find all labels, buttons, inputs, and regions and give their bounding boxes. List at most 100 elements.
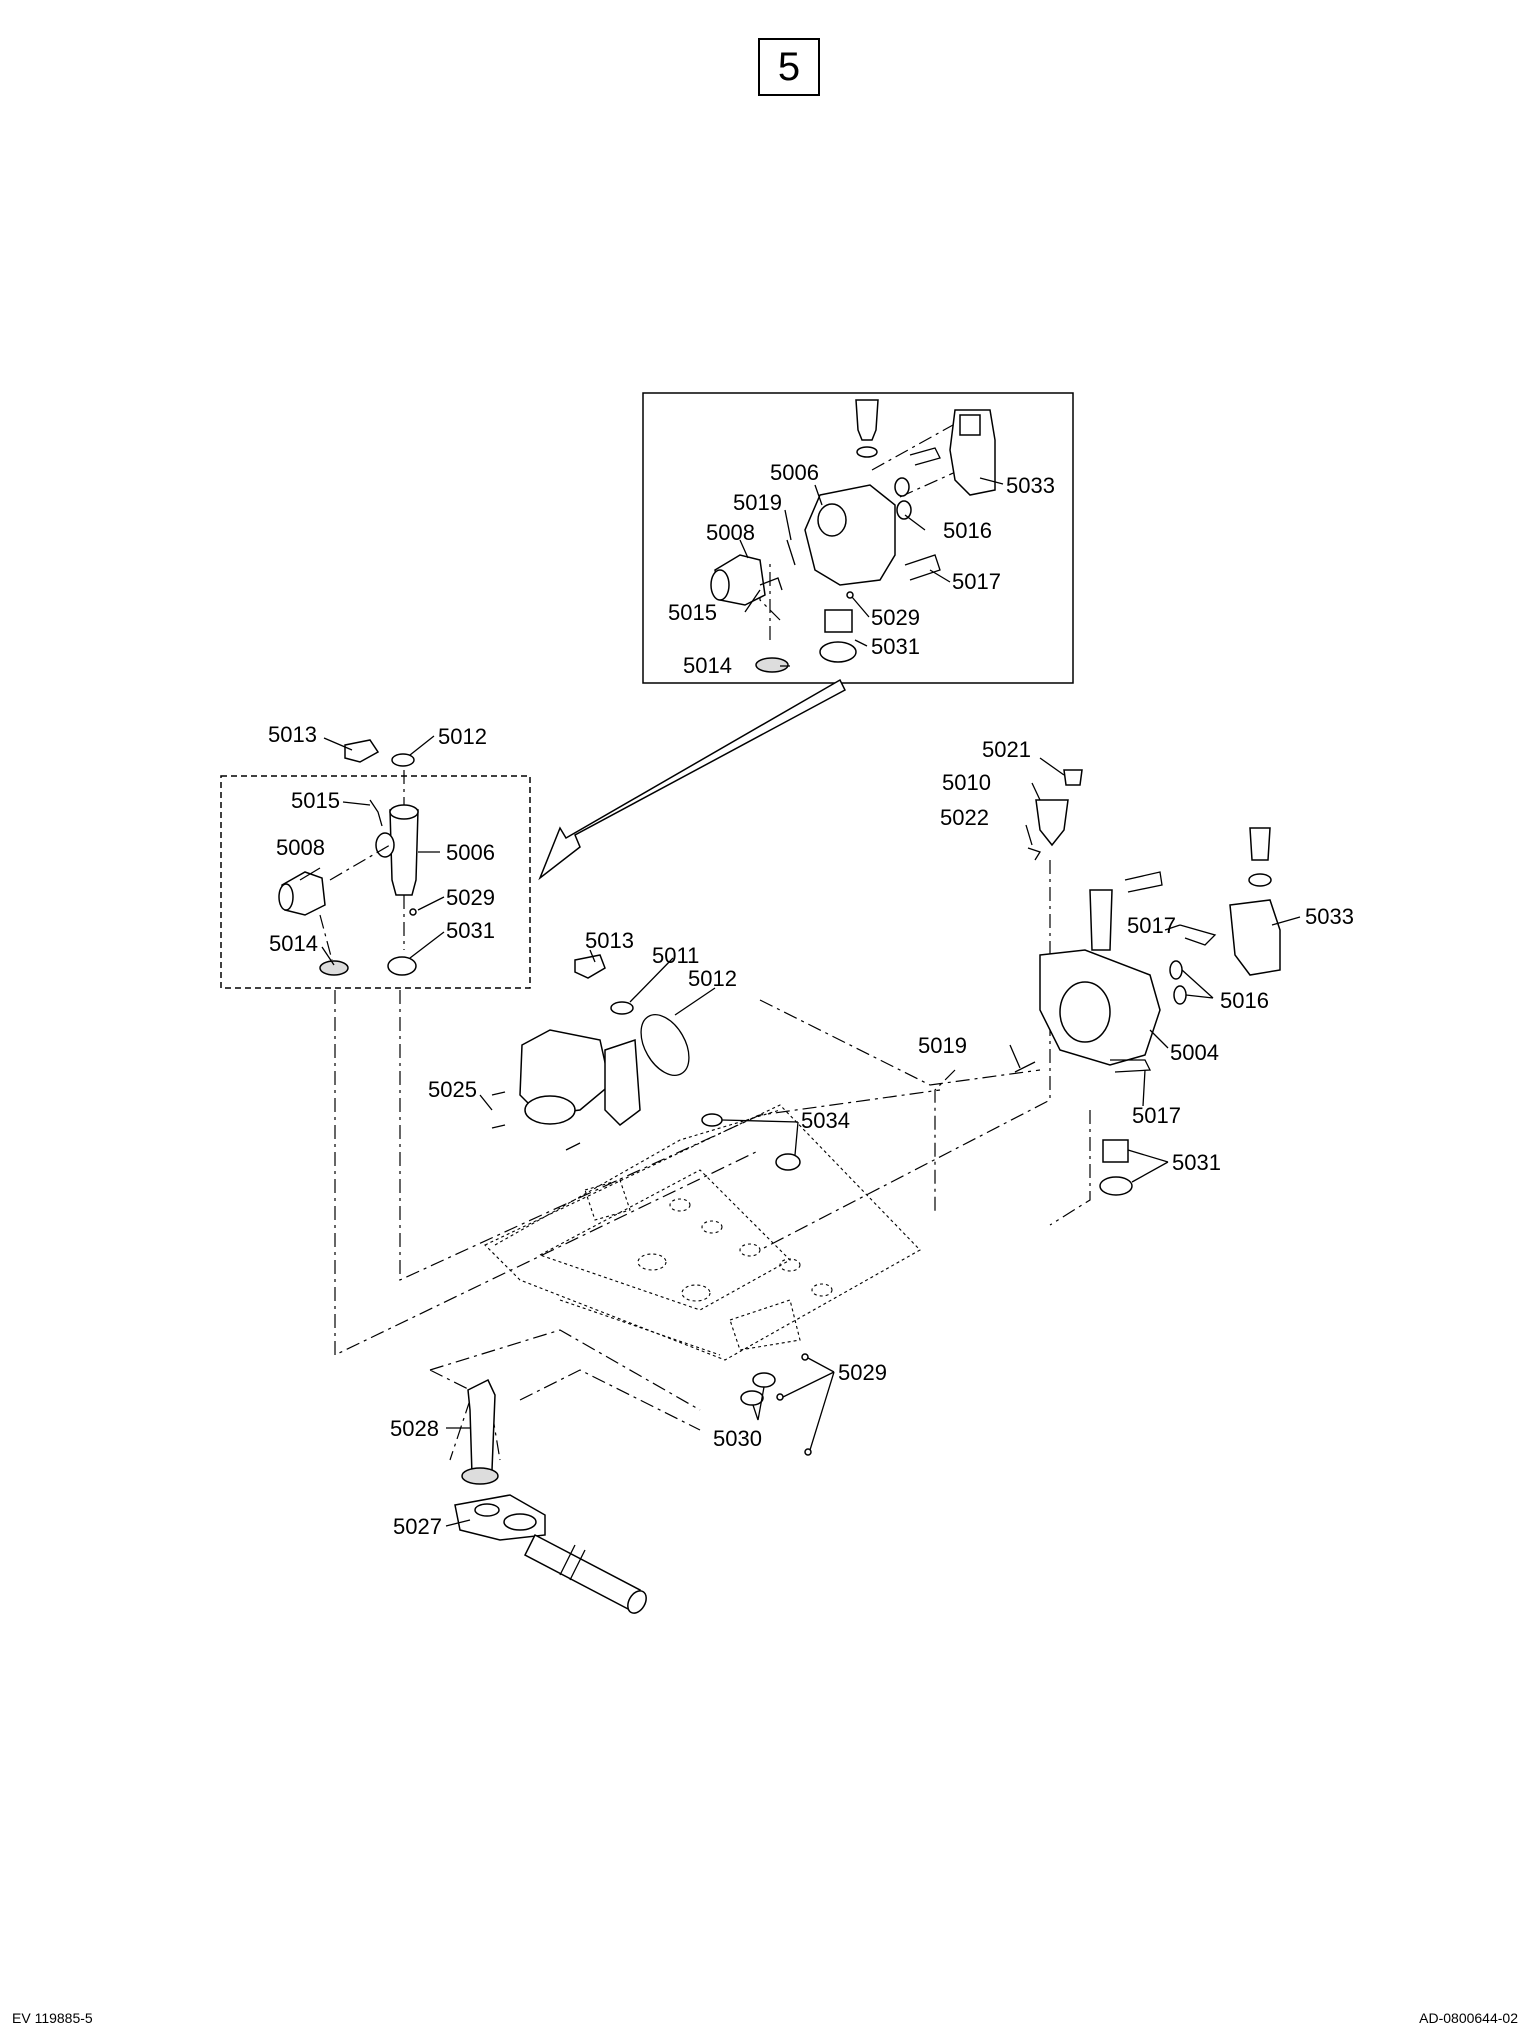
- left-5008-face: [278, 883, 294, 911]
- inset-label-5033: 5033: [1006, 473, 1055, 498]
- base-plate-pads: [584, 1179, 801, 1351]
- right-clip-5022: [1027, 847, 1041, 861]
- inset-oring-5016b: [896, 500, 912, 520]
- inset-label-5019: 5019: [733, 490, 782, 515]
- right-label-5031: 5031: [1172, 1150, 1221, 1175]
- inset-oring-5016a: [894, 477, 910, 497]
- left-clip-5014: [319, 960, 349, 976]
- inset-oring-top: [856, 446, 878, 458]
- footer-left-code: EV 119885-5: [12, 2010, 93, 2026]
- bottom-group: 5029 5030 5028 5027: [390, 1353, 887, 1614]
- bottom-siphon-hole-a: [474, 1503, 500, 1517]
- inset-label-5029: 5029: [871, 605, 920, 630]
- bottom-screw-b: [776, 1393, 784, 1401]
- pump-screw-c: [565, 1142, 581, 1151]
- hole-5: [669, 1198, 691, 1212]
- pump-grommet-5034b: [775, 1153, 801, 1171]
- base-plate-inner-b: [538, 1169, 791, 1311]
- pump-label-5012: 5012: [688, 966, 737, 991]
- inset-screw-5029: [846, 591, 854, 599]
- left-label-5012: 5012: [438, 724, 487, 749]
- right-pin-5019: [1014, 1061, 1036, 1073]
- left-label-5006: 5006: [446, 840, 495, 865]
- pump-group: 5013 5011 5012 5025 5034: [428, 928, 850, 1171]
- hole-2: [637, 1253, 667, 1271]
- bottom-grommet-a: [752, 1372, 776, 1388]
- left-clip-5015: [369, 799, 383, 827]
- inset-pointer-arrow: [538, 678, 846, 881]
- inset-5033-port: [959, 414, 981, 436]
- inset-fitting-5031a: [824, 609, 853, 633]
- pump-oring-5011: [610, 1001, 634, 1015]
- bottom-label-5028: 5028: [390, 1416, 439, 1441]
- left-5006-pipe: [389, 809, 419, 896]
- inset-clip-5015: [759, 577, 783, 591]
- inset-label-5017: 5017: [952, 569, 1001, 594]
- inset-label-5008: 5008: [706, 520, 755, 545]
- inset-label-5016: 5016: [943, 518, 992, 543]
- pump-leaders: [479, 949, 799, 1156]
- left-label-5031: 5031: [446, 918, 495, 943]
- pump-label-5011: 5011: [652, 943, 699, 968]
- hole-1: [681, 1284, 711, 1302]
- assembly-guide-lines: [334, 860, 1091, 1461]
- pump-screw-a: [491, 1091, 506, 1096]
- right-label-5021: 5021: [982, 737, 1031, 762]
- inset-cartridge: [855, 399, 879, 441]
- left-label-5015: 5015: [291, 788, 340, 813]
- right-oring-5016b: [1173, 985, 1187, 1005]
- right-group-leaders: [1009, 757, 1301, 1183]
- bottom-screw-c: [804, 1448, 812, 1456]
- hole-6: [811, 1283, 833, 1297]
- hole-3: [701, 1220, 723, 1234]
- right-label-5016: 5016: [1220, 988, 1269, 1013]
- right-fitting-5031b: [1099, 1176, 1133, 1196]
- right-label-5022: 5022: [940, 805, 989, 830]
- right-fitting-5031a: [1102, 1139, 1129, 1163]
- inset-fitting-5031b: [819, 641, 857, 663]
- pump-oring-5012: [640, 1014, 690, 1076]
- hole-4: [739, 1243, 761, 1257]
- hole-7: [779, 1258, 801, 1272]
- right-valve-group: 5021 5010 5022 5017 5033 5016 5019 5004 …: [918, 737, 1354, 1196]
- right-clip-5017b: [1110, 1059, 1152, 1073]
- inset-5006-port: [817, 503, 847, 537]
- right-label-5033: 5033: [1305, 904, 1354, 929]
- pump-label-5025: 5025: [428, 1077, 477, 1102]
- inset-5006-body: [804, 484, 896, 586]
- pump-motor-face: [524, 1095, 576, 1125]
- inset-clip-5014: [755, 657, 789, 673]
- base-plate-outline: [484, 1104, 921, 1361]
- left-valve-group: 5013 5012 5015 5008 5006 5029 5014 5031: [220, 722, 531, 989]
- page-number: 5: [777, 44, 801, 89]
- bottom-pipe-5028: [467, 1378, 496, 1476]
- right-label-5017a: 5017: [1127, 913, 1176, 938]
- inset-detail: 5006 5019 5008 5015 5014 5033 5016 5017 …: [642, 392, 1074, 684]
- base-plate-inner-a: [494, 1109, 781, 1356]
- bottom-label-5029: 5029: [838, 1360, 887, 1385]
- footer-right-code: AD-0800644-02: [1419, 2010, 1518, 2026]
- bottom-drain-tube: [524, 1533, 641, 1612]
- left-5006-port: [375, 832, 395, 858]
- pump-housing: [604, 1038, 641, 1126]
- right-cartridge: [1089, 889, 1113, 951]
- bottom-grommet-b: [740, 1390, 764, 1406]
- left-5006-top: [389, 804, 419, 820]
- left-clip-5013: [344, 739, 380, 763]
- inset-label-5006: 5006: [770, 460, 819, 485]
- page-number-badge: 5: [758, 38, 820, 96]
- right-label-5010: 5010: [942, 770, 991, 795]
- inset-guides: [759, 419, 963, 640]
- left-group-frame: [220, 775, 531, 989]
- inset-5008-face: [710, 569, 730, 601]
- left-group-leaders: [299, 735, 445, 966]
- left-group-guides: [319, 770, 405, 961]
- left-label-5014: 5014: [269, 931, 318, 956]
- left-screw-5029: [409, 908, 417, 916]
- right-label-5019: 5019: [918, 1033, 967, 1058]
- right-label-5017b: 5017: [1132, 1103, 1181, 1128]
- bottom-screw-a: [801, 1353, 809, 1361]
- pump-label-5034: 5034: [801, 1108, 850, 1133]
- right-clip-spring: [1124, 871, 1163, 893]
